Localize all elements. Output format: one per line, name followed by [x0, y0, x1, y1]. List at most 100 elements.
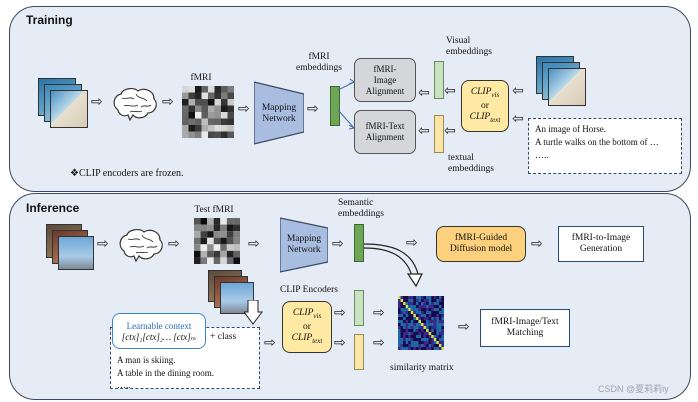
- matrix-cell: [398, 296, 401, 299]
- matrix-cell: [423, 314, 427, 317]
- fmri-voxel: [227, 112, 234, 119]
- arrow-icon: ⇨: [238, 101, 250, 117]
- matrix-cell: [413, 341, 416, 344]
- arrow-icon: ⇦: [512, 83, 524, 99]
- matrix-cell: [400, 308, 404, 311]
- matrix-cell: [426, 320, 429, 323]
- learnable-context-label: Learnable context: [126, 321, 192, 331]
- fmri-voxel: [201, 99, 208, 106]
- matrix-cell: [438, 311, 442, 314]
- fmri-voxel: [207, 237, 214, 245]
- mapping-network-label: Mapping Network: [261, 103, 297, 124]
- matrix-cell: [403, 347, 406, 350]
- clip-vis-label: CLIP: [470, 86, 492, 97]
- textual-embedding-bar: [354, 334, 364, 370]
- fmri-text-alignment-box: fMRI-Text Alignment: [354, 110, 416, 154]
- matrix-cell: [431, 308, 434, 311]
- matrix-cell: [441, 344, 444, 347]
- matrix-cell: [436, 302, 439, 305]
- matrix-cell: [400, 347, 404, 350]
- fmri-voxel: [194, 237, 201, 245]
- fmri-voxel: [213, 244, 221, 251]
- fmri-voxel: [194, 244, 201, 251]
- matrix-cell: [408, 326, 411, 329]
- matrix-cell: [438, 323, 442, 326]
- fmri-image-text-matching-box: fMRI-Image/Text Matching: [480, 309, 570, 347]
- matrix-cell: [423, 326, 427, 329]
- matrix-cell: [408, 299, 411, 302]
- fmri-voxel: [220, 257, 227, 264]
- training-captions-box: An image of Horse. A turtle walks on the…: [528, 118, 682, 174]
- matrix-cell: [428, 311, 432, 314]
- fmri-embeddings-label: fMRI embeddings: [296, 52, 342, 73]
- arrow-icon: ⇦: [444, 83, 456, 99]
- matrix-cell: [418, 308, 421, 311]
- fmri-voxel: [188, 86, 195, 93]
- fmri-voxel: [188, 118, 195, 125]
- matrix-cell: [418, 314, 421, 317]
- clip-text-label: CLIP: [469, 111, 491, 122]
- matrix-cell: [408, 305, 411, 308]
- caption-line: A table in the dining room.: [117, 368, 214, 378]
- fmri-guided-diffusion-box: fMRI-Guided Diffusion model: [436, 226, 526, 262]
- matrix-cell: [438, 341, 442, 344]
- fmri-voxel: [221, 125, 228, 132]
- fmri-voxel: [194, 250, 201, 258]
- fmri-voxel: [220, 250, 227, 258]
- matrix-cell: [441, 347, 444, 350]
- matrix-cell: [405, 338, 409, 341]
- matrix-cell: [405, 329, 409, 332]
- fmri-voxel: [200, 257, 208, 264]
- matrix-cell: [400, 344, 404, 347]
- arrow-icon: ⇨: [406, 235, 418, 251]
- matrix-cell: [426, 341, 429, 344]
- matrix-cell: [398, 299, 401, 302]
- brain-icon: [113, 88, 157, 122]
- matrix-cell: [398, 314, 401, 317]
- matrix-cell: [415, 308, 419, 311]
- matrix-cell: [400, 320, 404, 323]
- fmri-voxel: [207, 224, 214, 232]
- arrow-icon: ⇨: [373, 335, 385, 351]
- matrix-cell: [403, 335, 406, 338]
- matrix-cell: [415, 311, 419, 314]
- training-title: Training: [26, 13, 73, 27]
- clip-encoder-box: CLIPvis or CLIPtext: [282, 301, 332, 353]
- matrix-cell: [436, 320, 439, 323]
- matrix-cell: [400, 338, 404, 341]
- textual-embeddings-label: textual embeddings: [448, 153, 494, 174]
- fmri-voxel: [201, 125, 208, 132]
- matrix-cell: [405, 347, 409, 350]
- fmri-voxel: [188, 99, 195, 106]
- matrix-cell: [410, 341, 414, 344]
- fmri-voxel: [200, 224, 208, 232]
- matrix-cell: [428, 335, 432, 338]
- matrix-cell: [410, 344, 414, 347]
- fmri-grid: [182, 86, 234, 138]
- visual-embedding-bar: [434, 61, 444, 99]
- matrix-cell: [398, 305, 401, 308]
- caption-line: An image of Horse.: [535, 124, 606, 134]
- fmri-voxel: [226, 231, 234, 238]
- matrix-cell: [426, 338, 429, 341]
- matrix-cell: [408, 296, 411, 299]
- matrix-cell: [408, 335, 411, 338]
- fmri-voxel: [227, 105, 234, 112]
- fmri-voxel: [182, 92, 189, 99]
- matrix-cell: [405, 341, 409, 344]
- matrix-cell: [426, 299, 429, 302]
- fmri-voxel: [214, 125, 221, 132]
- matrix-cell: [398, 335, 401, 338]
- matrix-cell: [418, 347, 421, 350]
- mapping-network-shape: [280, 217, 328, 273]
- inference-title: Inference: [26, 201, 80, 215]
- matrix-cell: [410, 326, 414, 329]
- clip-text-sub: text: [490, 115, 501, 124]
- matrix-cell: [400, 314, 404, 317]
- matrix-cell: [423, 338, 427, 341]
- mapping-network-label: Mapping Network: [286, 234, 322, 255]
- fmri-to-image-generation-box: fMRI-to-Image Generation: [558, 226, 644, 262]
- arrow-icon: ⇨: [162, 94, 174, 110]
- fmri-voxel: [221, 112, 228, 119]
- matrix-cell: [436, 326, 439, 329]
